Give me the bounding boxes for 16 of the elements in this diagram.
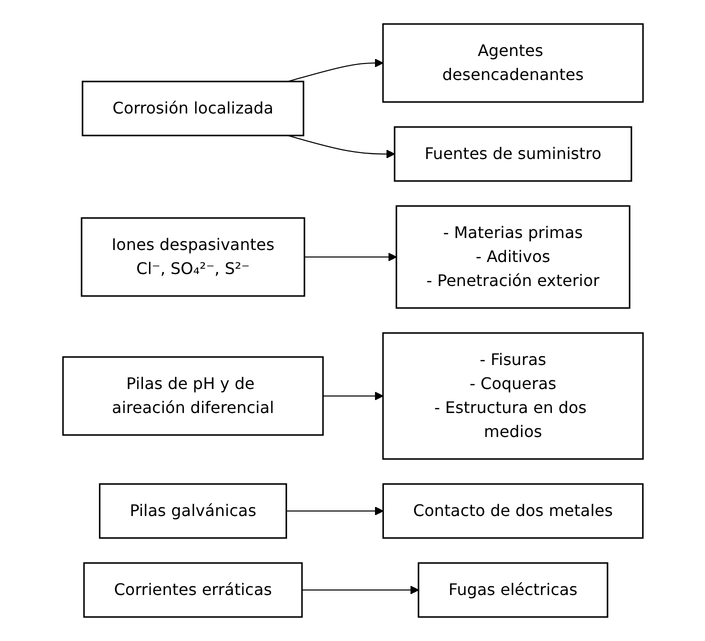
node-box: - Fisuras - Coqueras - Estructura en dos medios xyxy=(382,332,644,460)
node-box: Iones despasivantes Cl⁻, SO₄²⁻, S²⁻ xyxy=(80,217,305,297)
node-box: Fuentes de suministro xyxy=(393,126,632,182)
node-box: Corrientes erráticas xyxy=(82,562,302,618)
node-box: Agentes desencadenantes xyxy=(382,23,644,103)
arrow xyxy=(286,58,383,82)
node-box: Pilas de pH y de aireación diferencial xyxy=(62,356,324,436)
node-box: Corrosión localizada xyxy=(81,80,304,136)
arrow xyxy=(322,392,383,400)
arrow xyxy=(301,586,418,594)
arrow xyxy=(285,506,384,516)
node-box: Pilas galvánicas xyxy=(98,483,287,539)
node-box: - Materias primas - Aditivos - Penetración exterior xyxy=(395,205,630,309)
node-box: Contacto de dos metales xyxy=(382,483,644,539)
node-box: Fugas eléctricas xyxy=(417,562,608,618)
arrow xyxy=(303,252,396,262)
